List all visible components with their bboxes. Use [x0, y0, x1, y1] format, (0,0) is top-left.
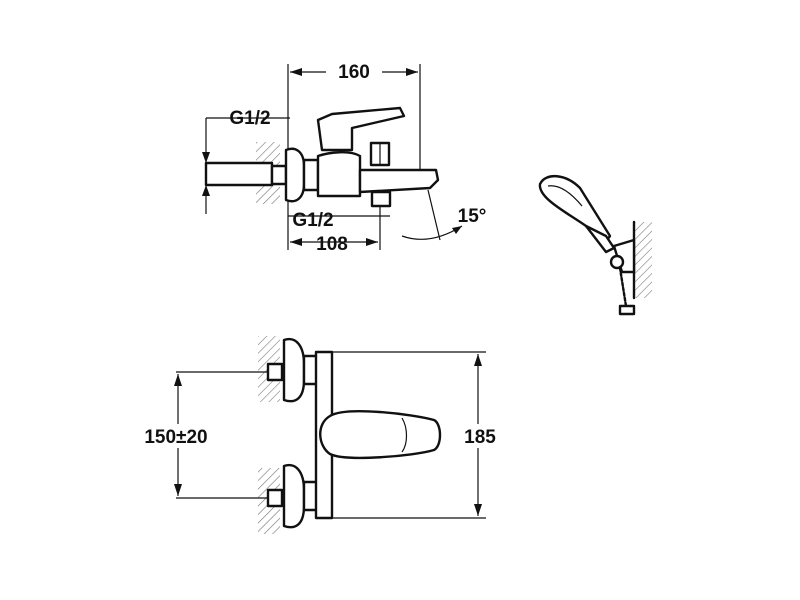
side-view: 160 G1/2 G1/2 108 15°	[202, 60, 486, 255]
top-inlet-nut	[266, 362, 284, 382]
angle-15-label: 15°	[458, 206, 487, 227]
hose-nut	[618, 304, 636, 316]
hand-shower-view	[538, 175, 652, 316]
spout	[358, 168, 440, 194]
top-flange	[282, 337, 306, 403]
inlet-pipe	[204, 161, 274, 187]
lever-handle	[316, 106, 406, 152]
angle-reference-line	[427, 189, 441, 241]
inlet-nut	[270, 164, 288, 186]
dimension-185-label: 185	[464, 427, 496, 448]
bottom-inlet-nut	[266, 488, 284, 508]
mixer-body	[316, 151, 362, 198]
wall-flange	[284, 147, 306, 203]
shower-outlet-fitting	[370, 190, 392, 208]
front-view: 150±20 185	[130, 336, 504, 534]
eccentric-connector	[302, 158, 320, 192]
holder-wall-hatch	[634, 222, 652, 298]
shower-hose	[618, 266, 628, 308]
outlet-thread-label: G1/2	[292, 210, 333, 231]
inlet-thread-label: G1/2	[229, 108, 270, 129]
dimension-150-label: 150±20	[144, 427, 207, 448]
dimension-160-label: 160	[338, 62, 370, 83]
handle-end	[609, 254, 625, 270]
dimension-108-label: 108	[316, 234, 348, 255]
front-lever	[319, 410, 442, 460]
bottom-flange	[282, 463, 306, 529]
